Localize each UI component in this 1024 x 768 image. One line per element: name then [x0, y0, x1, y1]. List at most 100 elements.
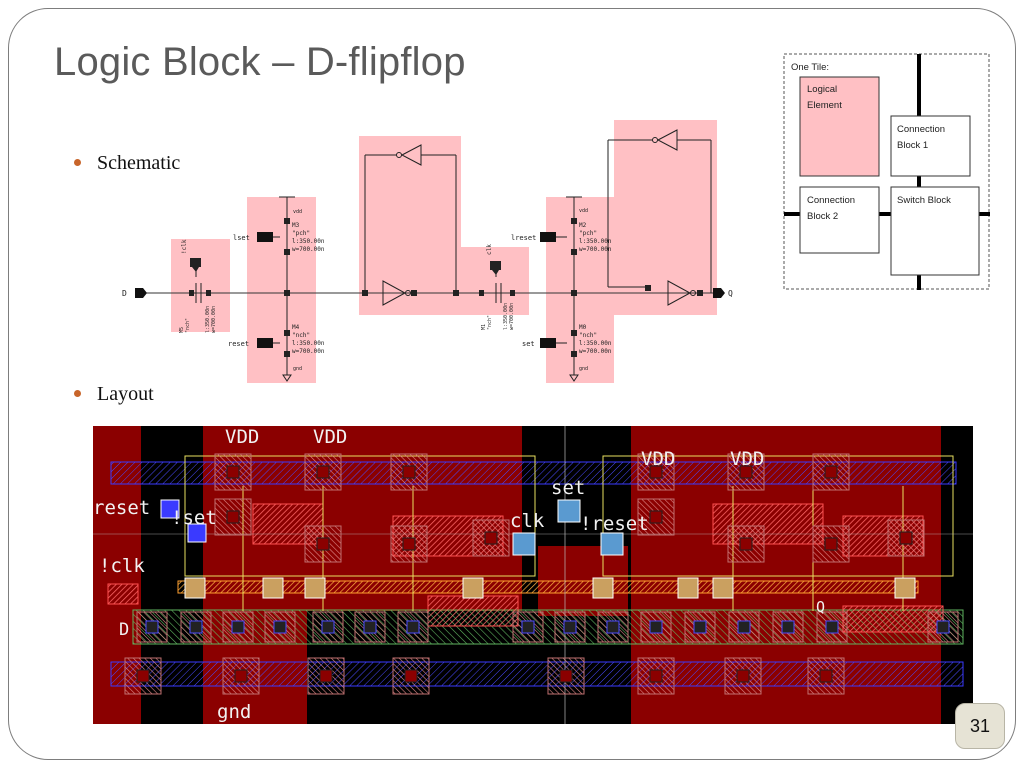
- stage-left-gate-bottom: reset: [228, 340, 249, 348]
- input-pin-icon: [135, 288, 147, 298]
- pass-transistor-left: !clk M5 "nch" l:350.00n w=700.00n: [179, 239, 217, 333]
- connection-block-1-line2: Block 1: [897, 140, 928, 151]
- page-number: 31: [969, 715, 991, 736]
- bullet-dot-icon: [74, 158, 81, 166]
- stage-left-pmos-3: w=700.00n: [292, 246, 325, 253]
- highlight-latch-right: [614, 120, 717, 315]
- tile-svg: One Tile: Logical Element Connection Blo…: [783, 53, 990, 290]
- poly-vias: [160, 499, 916, 599]
- pass-right-param-0: M1: [481, 324, 487, 330]
- pass-left-param-3: w=700.00n: [211, 306, 217, 333]
- schematic-svg: D Q !clk M5 "nch" l:350.00n w=700.00n vd…: [122, 120, 733, 383]
- layout-svg: VDD VDD VDD VDD reset !set !clk set clk …: [93, 426, 973, 724]
- tile-diagram: One Tile: Logical Element Connection Blo…: [783, 53, 991, 291]
- page-number-badge: 31: [955, 703, 1005, 749]
- bullet-schematic: Schematic: [74, 152, 180, 175]
- stage-right-nmos-1: "nch": [579, 332, 597, 339]
- pass-left-clock-label: !clk: [181, 239, 188, 254]
- logical-element-line1: Logical: [807, 84, 837, 95]
- logical-element-line2: Element: [807, 100, 842, 111]
- stage-right-pmos-0: M2: [579, 222, 587, 229]
- label-lset: !set: [171, 507, 217, 529]
- bullet-dot-icon: [74, 389, 81, 397]
- label-vdd-4: VDD: [730, 448, 764, 470]
- inverter-stage-left: vdd gnd lset reset M3 "pch" l:350.00n w=…: [228, 196, 325, 382]
- connection-block-2-line1: Connection: [807, 195, 855, 206]
- switch-block-label: Switch Block: [897, 195, 951, 206]
- output-pin-icon: [713, 288, 725, 298]
- stage-left-gate-top: lset: [233, 234, 250, 242]
- label-gnd: gnd: [217, 701, 251, 723]
- pass-right-param-2: l:350.00n: [503, 303, 509, 330]
- label-vdd-2: VDD: [313, 426, 347, 448]
- highlight-pass-right: [461, 247, 529, 315]
- stage-right-pmos-2: l:350.00n: [579, 238, 612, 245]
- stage-left-pmos-2: l:350.00n: [292, 238, 325, 245]
- bullet-layout: Layout: [74, 383, 154, 406]
- pass-right-param-3: w=700.00n: [509, 303, 515, 330]
- stage-right-nmos-0: M0: [579, 324, 587, 331]
- layout-labels: VDD VDD VDD VDD reset !set !clk set clk …: [93, 426, 825, 723]
- stage-right-gate-bottom: set: [522, 340, 535, 348]
- label-d: D: [119, 620, 129, 640]
- label-vdd-3: VDD: [641, 448, 675, 470]
- input-d-label: D: [122, 289, 127, 298]
- bullet-layout-label: Layout: [97, 383, 154, 405]
- connection-block-2-line2: Block 2: [807, 211, 838, 222]
- slide-title: Logic Block – D-flipflop: [54, 40, 466, 84]
- label-reset: reset: [93, 497, 150, 519]
- poly-bus: [177, 580, 919, 594]
- connection-block-1: [890, 115, 971, 177]
- inverter-forward-right-icon: [667, 280, 692, 306]
- connection-block-1-line1: Connection: [897, 124, 945, 135]
- poly-strip: [842, 605, 944, 633]
- layout-image: VDD VDD VDD VDD reset !set !clk set clk …: [93, 426, 973, 724]
- label-set: set: [551, 477, 585, 499]
- stage-left-gnd: gnd: [293, 366, 302, 372]
- pass-right-clock-label: clk: [486, 244, 493, 255]
- stage-right-pmos-1: "pch": [579, 230, 597, 237]
- connection-block-2: [799, 186, 880, 254]
- bullet-schematic-label: Schematic: [97, 152, 181, 174]
- inverter-stage-right: vdd gnd lreset set M2 "pch" l:350.00n w=…: [511, 196, 612, 382]
- latch-right: [607, 129, 712, 306]
- pass-left-param-0: M5: [179, 327, 185, 333]
- stage-right-gate-top: lreset: [511, 234, 536, 242]
- contacts-diffusion: [136, 611, 959, 643]
- pass-right-param-1: "nch": [487, 315, 493, 330]
- stage-right-nmos-2: l:350.00n: [579, 340, 612, 347]
- stage-left-pmos-1: "pch": [292, 230, 310, 237]
- stage-left-vdd: vdd: [293, 209, 302, 215]
- output-q-label: Q: [728, 289, 733, 298]
- label-vdd-1: VDD: [225, 426, 259, 448]
- stage-right-pmos-3: w=700.00n: [579, 246, 612, 253]
- stage-left-nmos-2: l:350.00n: [292, 340, 325, 347]
- contacts-bottom: [124, 657, 845, 695]
- contacts-middle: [214, 498, 925, 563]
- stage-left-nmos-0: M4: [292, 324, 300, 331]
- pass-transistor-right: clk M1 "nch" l:350.00n w=700.00n: [479, 244, 515, 330]
- schematic-diagram: D Q !clk M5 "nch" l:350.00n w=700.00n vd…: [115, 115, 735, 390]
- stage-left-nmos-1: "nch": [292, 332, 310, 339]
- stage-right-gnd: gnd: [579, 366, 588, 372]
- label-clk: clk: [510, 510, 545, 532]
- label-q: Q: [816, 598, 825, 616]
- highlight-stage-left: [247, 197, 316, 383]
- stage-left-nmos-3: w=700.00n: [292, 348, 325, 355]
- label-lreset: !reset: [580, 513, 649, 535]
- inverter-forward-left-icon: [382, 280, 407, 306]
- highlight-stage-right: [546, 197, 614, 383]
- label-lclk: !clk: [99, 555, 145, 577]
- stage-right-vdd: vdd: [579, 208, 588, 214]
- contacts-top: [214, 453, 850, 491]
- pass-left-param-2: l:350.00n: [205, 306, 211, 333]
- stage-left-pmos-0: M3: [292, 222, 300, 229]
- logical-element-block: [799, 76, 880, 177]
- tile-title: One Tile:: [791, 62, 829, 73]
- poly-strip: [107, 583, 139, 605]
- switch-block: [890, 186, 980, 276]
- highlight-latch-left: [359, 136, 461, 315]
- poly-strip: [427, 595, 519, 627]
- poly-strip: [712, 503, 824, 545]
- pass-left-param-1: "nch": [185, 318, 191, 333]
